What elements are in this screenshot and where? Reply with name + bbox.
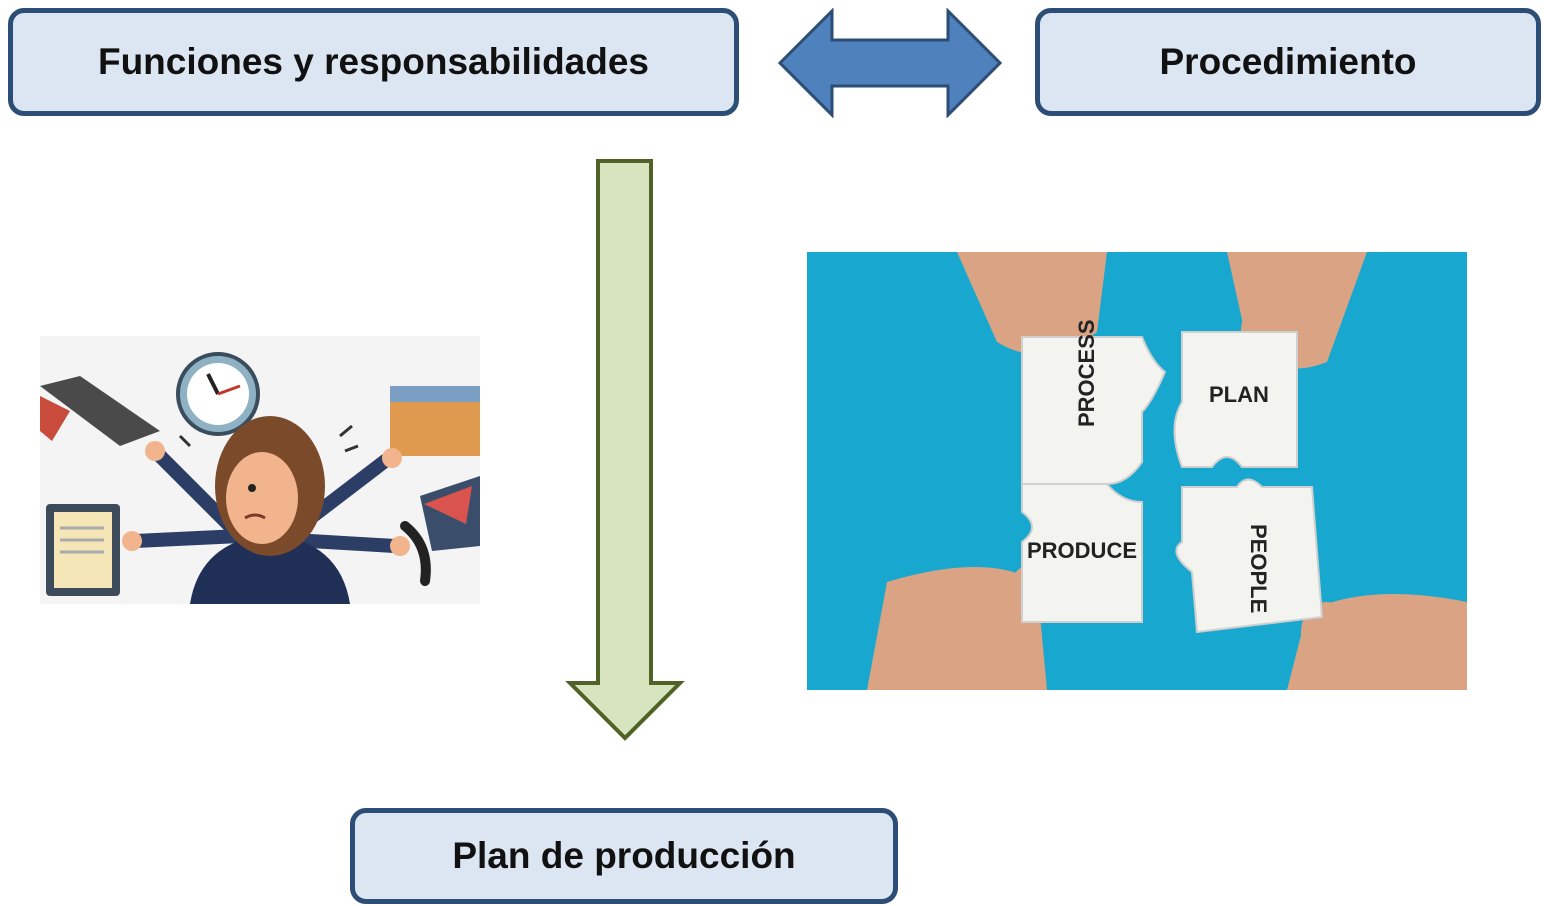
puzzle-label-people: PEOPLE [1246, 524, 1271, 613]
down-arrow-icon [565, 159, 685, 741]
puzzle-label-plan: PLAN [1209, 382, 1269, 407]
node-funciones-label: Funciones y responsabilidades [97, 41, 650, 82]
puzzle-label-produce: PRODUCE [1027, 538, 1137, 563]
puzzle-label-process: PROCESS [1074, 319, 1099, 427]
node-procedimiento: Procedimiento [1035, 8, 1541, 116]
multitasking-woman-illustration [40, 336, 480, 604]
node-plan-de-produccion: Plan de producción [350, 808, 898, 904]
node-plan-label: Plan de producción [452, 835, 796, 876]
puzzle-pieces-photo: PROCESS PLAN PRODUCE PEOPLE [807, 252, 1467, 690]
node-procedimiento-label: Procedimiento [1159, 41, 1417, 82]
double-arrow-icon [777, 8, 1003, 118]
node-funciones-y-responsabilidades: Funciones y responsabilidades [8, 8, 739, 116]
